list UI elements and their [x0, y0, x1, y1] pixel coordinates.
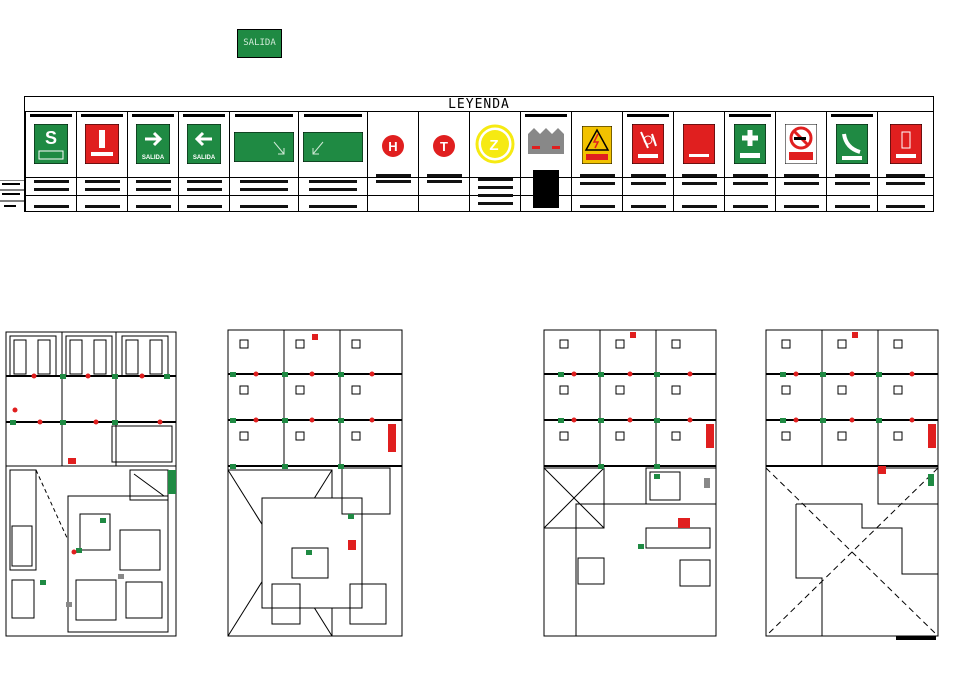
circle-t-icon: T [432, 134, 456, 158]
legend-col-tank: T [418, 112, 469, 212]
first-aid-cross-icon [734, 124, 766, 164]
emergency-phone-icon [836, 124, 868, 164]
svg-text:T: T [440, 139, 448, 154]
legend-table: LEYENDA S SALIDA SALIDA [24, 96, 934, 212]
no-smoking-icon [785, 124, 817, 164]
legend-col-emergency-phone [826, 112, 877, 212]
svg-text:Z: Z [489, 137, 498, 154]
svg-text:S: S [45, 128, 57, 148]
floor-plan-3 [540, 328, 740, 640]
legend-col-hydrant: H [367, 112, 418, 212]
legend-col-exit-direction-1 [229, 112, 298, 212]
legend-col-safe-zone: S [25, 112, 76, 212]
legend-title: LEYENDA [25, 97, 933, 112]
seismic-zone-icon: Z [475, 124, 515, 164]
legend-col-no-smoking [775, 112, 826, 212]
electrical-hazard-icon [582, 126, 612, 164]
fire-extinguisher-icon [85, 124, 119, 164]
floor-plan-4 [762, 328, 962, 644]
top-exit-sign: SALIDA [237, 29, 282, 58]
exit-direction-sign-icon [234, 132, 294, 162]
svg-text:H: H [388, 139, 397, 154]
black-fill-block [533, 170, 559, 208]
legend-col-exit-direction-2 [298, 112, 367, 212]
arrow-left-exit-icon: SALIDA [187, 124, 221, 164]
fire-alarm-icon [632, 124, 664, 164]
svg-text:SALIDA: SALIDA [193, 155, 216, 161]
circle-h-icon: H [381, 134, 405, 158]
legend-col-exit-left: SALIDA [178, 112, 229, 212]
floor-plan-level-3 [543, 329, 717, 637]
fire-cabinet-icon [889, 124, 922, 164]
legend-col-exit-right: SALIDA [127, 112, 178, 212]
floor-plan-1 [0, 330, 210, 642]
floor-plan-2 [222, 328, 412, 640]
legend-col-extinguisher [76, 112, 127, 212]
legend-col-seismic: Z [469, 112, 520, 212]
legend-col-electrical [571, 112, 622, 212]
legend-col-fire-equipment [673, 112, 724, 212]
floor-plan-ground-level [5, 331, 177, 637]
legend-col-battery [520, 112, 571, 212]
fire-equipment-icon [683, 124, 715, 164]
floor-plan-level-2 [227, 329, 403, 637]
legend-col-first-aid [724, 112, 775, 212]
exit-direction-sign-icon [303, 132, 363, 162]
svg-text:SALIDA: SALIDA [142, 155, 165, 161]
legend-row-divider [25, 177, 933, 178]
legend-col-fire-alarm [622, 112, 673, 212]
legend-col-fire-cabinet [877, 112, 933, 212]
letter-s-safe-zone-icon: S [34, 124, 68, 164]
legend-left-stub [0, 180, 24, 212]
arrow-right-exit-icon: SALIDA [136, 124, 170, 164]
floor-plan-roof-level [765, 329, 939, 640]
battery-icon [526, 126, 566, 156]
